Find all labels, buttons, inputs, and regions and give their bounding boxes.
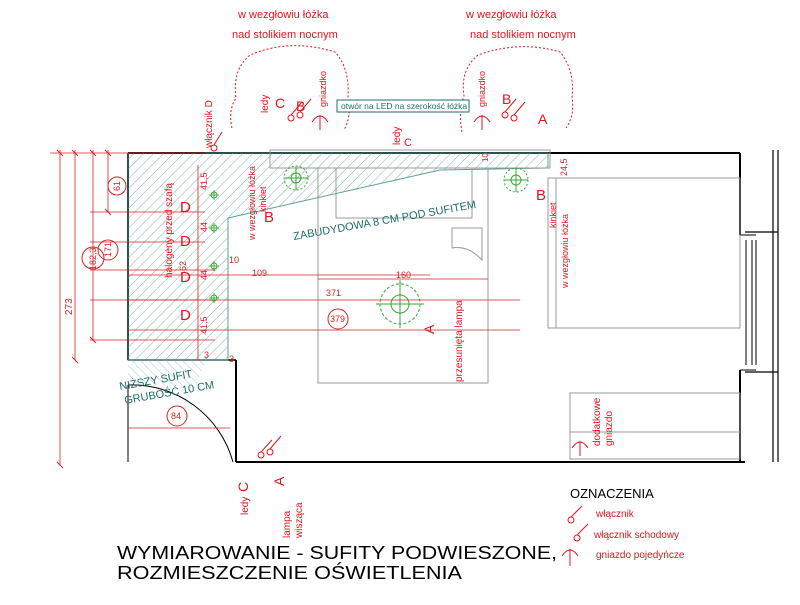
left-bedside-note-2: nad stolikiem nocnym: [232, 29, 338, 41]
dim-41-5-b: 41,5: [199, 316, 209, 334]
letter-c-left: C: [275, 95, 285, 111]
letter-b-kinkiet-left: B: [264, 209, 274, 226]
halogen-spot-icons: [209, 190, 219, 303]
dim-3-b: 3: [229, 354, 234, 364]
letter-b-kinkiet-right: B: [536, 187, 546, 204]
hanging-lamp-icon: [376, 280, 424, 328]
dim-171: 171: [103, 242, 113, 257]
legend-stair-switch-icon: [573, 534, 581, 542]
dim-61: 61: [112, 181, 122, 191]
hanging-lamp-label-2: wisząca: [294, 502, 305, 539]
gniazdko-left: gniazdko: [318, 71, 328, 107]
letter-b-left: B: [296, 98, 305, 114]
hanging-lamp-label-1: lampa: [282, 510, 293, 538]
legend-switch-icon: [567, 516, 575, 524]
extra-socket-icon: [571, 441, 589, 456]
kinkiet-left-label-1: w wezgłowiu łóżka: [247, 166, 257, 241]
left-cloud-outline: [230, 45, 350, 131]
dimension-ticks: [56, 149, 112, 469]
halogen-label: halogeny przed szafą: [164, 182, 175, 278]
dimension-lines: [50, 150, 520, 465]
dim-273: 273: [64, 298, 75, 315]
title-line-2: ROZMIESZCZENIE OŚWIETLENIA: [117, 562, 462, 583]
moved-lamp-label: przesunięta lampa: [454, 300, 465, 382]
title-line-1: WYMIAROWANIE - SUFITY PODWIESZONE,: [117, 543, 557, 563]
dimension-values: 61 171 182,3 273 41,5 44 10 62 44 41,5 1…: [64, 153, 569, 427]
light-fixtures: [209, 165, 529, 328]
switch-right-top-icon: [473, 98, 526, 130]
room-walls: [127, 150, 779, 463]
letter-c-door: C: [235, 482, 251, 492]
dim-379: 379: [330, 314, 345, 324]
dim-24-5: 24,5: [559, 158, 569, 176]
dim-109: 109: [252, 268, 267, 278]
switch-d-icon: [210, 131, 223, 152]
dim-10-b: 10: [481, 153, 490, 162]
letter-a-door: A: [271, 476, 287, 486]
letter-b-right: B: [502, 91, 511, 107]
letter-a-right: A: [538, 111, 548, 127]
gniazdko-right: gniazdko: [477, 71, 487, 107]
right-bedside-note-1: w wezgłowiu łóżka: [465, 9, 557, 21]
ledy-left: ledy: [260, 95, 271, 113]
left-bedside-note-1: w wezgłowiu łóżka: [237, 9, 329, 21]
dim-44-a: 44: [199, 222, 209, 232]
ledy-door: ledy: [240, 497, 251, 515]
suspended-ceiling-areas: [127, 152, 549, 385]
furniture-outlines: [269, 111, 741, 460]
ledy-right: ledy: [392, 127, 403, 145]
dim-41-5-a: 41,5: [199, 172, 209, 190]
switch-left-top-icon: [287, 98, 329, 130]
right-bedside-note-2: nad stolikiem nocnym: [470, 29, 576, 41]
legend-item-stair-switch: włącznik schodowy: [593, 530, 679, 541]
ceiling-box-label: ZABUDYDOWA 8 CM POD SUFITEM: [292, 199, 477, 243]
letter-a-lamp: A: [421, 324, 437, 334]
legend-item-switch: włącznik: [595, 509, 635, 520]
kinkiet-right-label-1: kinkiet: [548, 202, 558, 228]
led-opening-box: [336, 99, 470, 113]
letter-d-4: D: [180, 307, 191, 324]
switch-d-label: włącznik D: [204, 100, 215, 149]
dim-62: 62: [178, 261, 188, 271]
dim-3-a: 3: [204, 350, 209, 360]
dim-371: 371: [326, 288, 341, 298]
electrical-symbols: [210, 45, 589, 459]
legend-item-socket: gniazdo pojedyńcze: [596, 550, 685, 561]
kinkiet-left-label-2: kinkiet: [258, 186, 268, 212]
right-cloud-outline: [459, 46, 574, 133]
kinkiet-right-label-2: w wezgłowiu łóżka: [560, 214, 570, 289]
dim-44-b: 44: [199, 270, 209, 280]
letter-d-2: D: [180, 233, 191, 250]
extra-socket-label-2: gniazdo: [604, 411, 615, 446]
legend: OZNACZENIA włącznik włącznik schodowy gn…: [561, 486, 685, 566]
dim-10: 10: [229, 255, 239, 265]
kinkiet-left-icon: [283, 165, 309, 191]
kinkiet-right-icon: [503, 167, 529, 193]
dim-182-3: 182,3: [88, 247, 98, 270]
letter-c-right: C: [404, 137, 412, 149]
switch-door-icon: [257, 435, 282, 459]
letter-d-3: D: [180, 269, 191, 286]
legend-title: OZNACZENIA: [570, 486, 654, 501]
letter-d-1: D: [180, 199, 191, 216]
led-opening-label: otwór na LED na szerokość łóżka: [341, 101, 467, 111]
dim-84: 84: [171, 411, 181, 421]
dim-160: 160: [396, 270, 411, 280]
extra-socket-label-1: dodatkowe: [592, 397, 603, 446]
